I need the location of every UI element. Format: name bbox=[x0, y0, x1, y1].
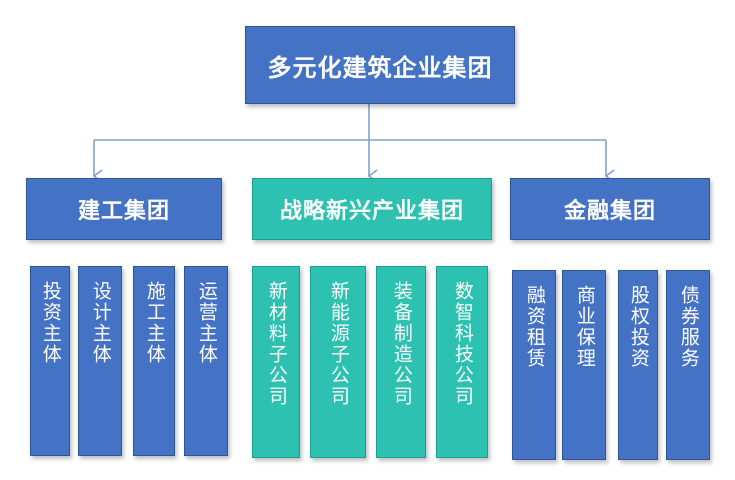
leaf-node-investment: 投资主体 bbox=[30, 266, 70, 456]
leaf-node-construction: 施工主体 bbox=[133, 266, 175, 456]
leaf-node-equipment: 装备制造公司 bbox=[376, 266, 426, 458]
leaf-node-label: 债券服务 bbox=[677, 285, 700, 369]
group-node-label: 建工集团 bbox=[77, 199, 170, 224]
root-node: 多元化建筑企业集团 bbox=[245, 26, 515, 104]
leaf-node-label: 数智科技公司 bbox=[451, 281, 474, 407]
leaf-node-label: 新能源子公司 bbox=[327, 281, 350, 407]
leaf-node-new-materials: 新材料子公司 bbox=[252, 266, 300, 458]
leaf-node-factoring: 商业保理 bbox=[562, 270, 606, 460]
leaf-node-label: 新材料子公司 bbox=[265, 281, 288, 407]
leaf-node-equity: 股权投资 bbox=[618, 270, 658, 460]
leaf-node-label: 投资主体 bbox=[39, 281, 62, 365]
leaf-node-label: 设计主体 bbox=[89, 281, 112, 365]
leaf-node-leasing: 融资租赁 bbox=[512, 270, 556, 460]
group-node-strategic: 战略新兴产业集团 bbox=[252, 178, 492, 240]
leaf-node-digital-tech: 数智科技公司 bbox=[436, 266, 488, 458]
leaf-node-new-energy: 新能源子公司 bbox=[310, 266, 366, 458]
leaf-node-operation: 运营主体 bbox=[184, 266, 228, 456]
group-node-finance: 金融集团 bbox=[510, 178, 710, 240]
leaf-node-bonds: 债券服务 bbox=[666, 270, 710, 460]
root-node-label: 多元化建筑企业集团 bbox=[267, 53, 493, 82]
group-node-construction: 建工集团 bbox=[26, 178, 222, 240]
leaf-node-label: 股权投资 bbox=[627, 285, 650, 369]
leaf-node-label: 商业保理 bbox=[573, 285, 596, 369]
leaf-node-label: 施工主体 bbox=[143, 281, 166, 365]
leaf-node-label: 装备制造公司 bbox=[390, 281, 413, 407]
leaf-node-label: 融资租赁 bbox=[523, 285, 546, 369]
group-node-label: 金融集团 bbox=[563, 199, 656, 224]
group-node-label: 战略新兴产业集团 bbox=[279, 199, 464, 224]
leaf-node-design: 设计主体 bbox=[78, 266, 122, 456]
leaf-node-label: 运营主体 bbox=[195, 281, 218, 365]
